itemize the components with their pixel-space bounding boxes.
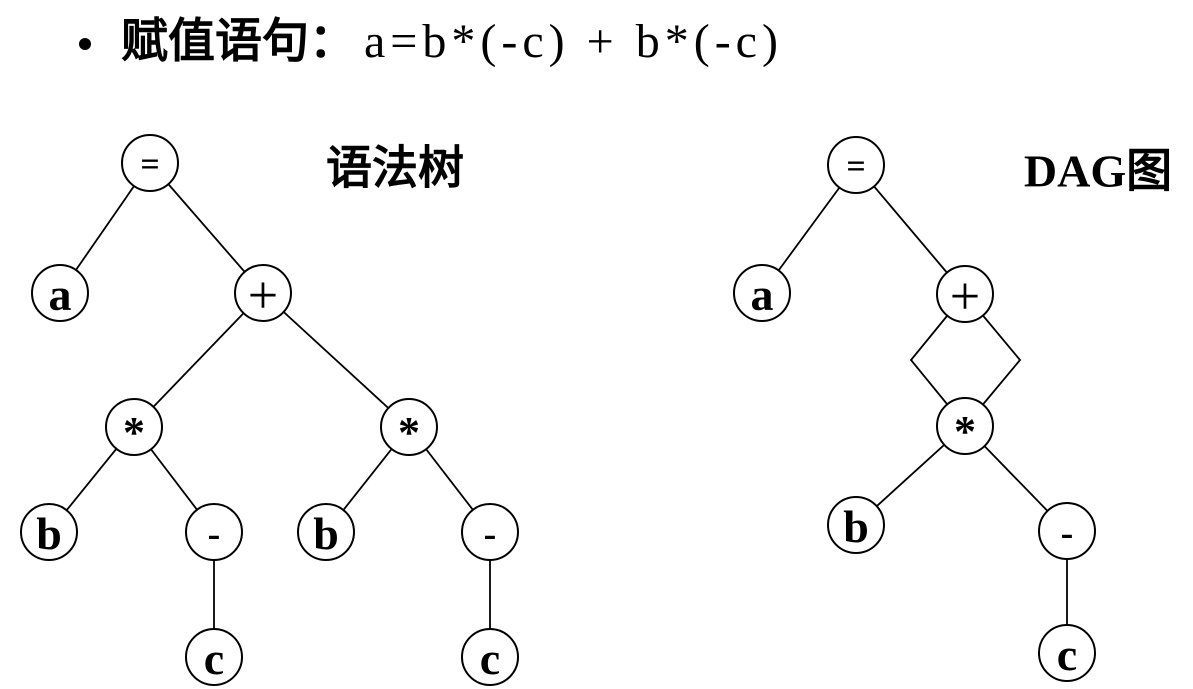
node-a-label: a (49, 269, 72, 320)
node-mul_right-label: * (398, 408, 420, 457)
node-minus_right-label: - (484, 514, 497, 556)
dag-diagram: = a + * b - c (733, 136, 1096, 682)
node-mul_right-circle (380, 398, 438, 456)
node-c-circle (1038, 624, 1096, 682)
node-minus-label: - (1061, 513, 1074, 555)
syntax-tree-caption: 语法树 (326, 143, 464, 194)
node-a-circle (31, 264, 89, 322)
node-c_right-circle (461, 628, 519, 686)
node-b_left-circle (20, 503, 78, 561)
node-plus-circle (234, 264, 292, 322)
bullet-icon (79, 38, 91, 50)
node-minus_right-circle (461, 503, 519, 561)
node-minus_left-circle (185, 503, 243, 561)
node-c_left-label: c (204, 633, 224, 684)
node-assign-circle (121, 134, 179, 192)
node-c-label: c (1057, 629, 1077, 680)
node-plus-circle (936, 265, 994, 323)
node-a-circle (733, 264, 791, 322)
heading: 赋值语句： a=b*(-c) + b*(-c) (60, 10, 783, 74)
node-mul_left-circle (105, 398, 163, 456)
node-mul_left-label: * (123, 408, 145, 457)
syntax-tree-diagram: = a + * * b - b - c c (20, 134, 519, 686)
node-c_right-label: c (480, 633, 500, 684)
node-assign-label: = (140, 146, 159, 183)
heading-formula: a=b*(-c) + b*(-c) (364, 15, 783, 68)
node-b-label: b (843, 501, 869, 552)
node-plus-label: + (950, 266, 980, 326)
node-assign-circle (827, 136, 885, 194)
node-b-circle (827, 496, 885, 554)
node-minus-circle (1038, 502, 1096, 560)
heading-label: 赋值语句： (121, 16, 356, 68)
node-mul-circle (936, 397, 994, 455)
node-b_right-circle (297, 503, 355, 561)
node-c_left-circle (185, 628, 243, 686)
dag-caption: DAG图 (1024, 146, 1172, 197)
node-minus_left-label: - (208, 514, 221, 556)
edge-plus-mul_right (262, 292, 410, 428)
node-b_left-label: b (36, 508, 62, 559)
node-mul-label: * (954, 407, 976, 456)
node-plus-label: + (248, 265, 278, 325)
node-b_right-label: b (313, 508, 339, 559)
edge-plus-mul_left (133, 292, 264, 428)
node-a-label: a (751, 269, 774, 320)
node-assign-label: = (846, 148, 865, 185)
